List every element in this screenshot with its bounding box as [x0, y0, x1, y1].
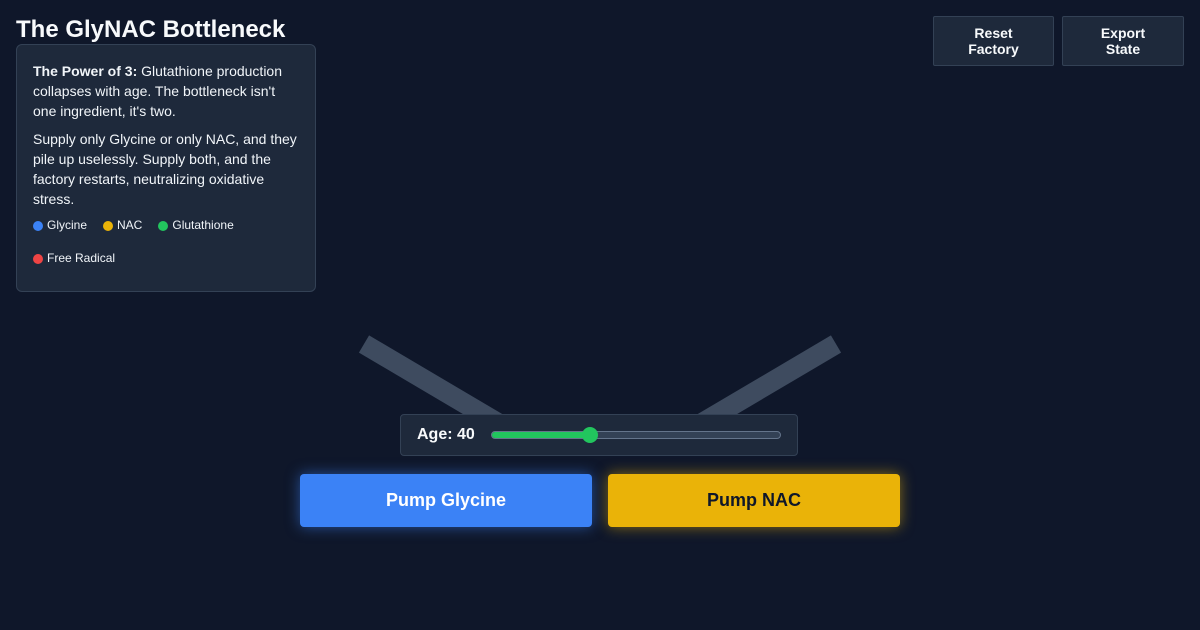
- age-slider[interactable]: [490, 427, 781, 443]
- intro-paragraph: The Power of 3: Glutathione production c…: [33, 61, 299, 121]
- glycine-dot-icon: [33, 220, 43, 231]
- legend-label: Free Radical: [47, 251, 116, 265]
- pump-glycine-button[interactable]: Pump Glycine: [300, 474, 592, 527]
- body-paragraph: Supply only Glycine or only NAC, and the…: [33, 131, 297, 207]
- glutathione-dot-icon: [158, 220, 169, 231]
- age-label: Age: 40: [417, 426, 475, 443]
- reset-factory-button[interactable]: Reset Factory: [933, 16, 1054, 66]
- legend-item-glutathione: Glutathione: [158, 209, 234, 242]
- top-toolbar: Reset Factory Export State: [933, 16, 1184, 66]
- legend-label: NAC: [117, 218, 143, 232]
- age-slider-thumb[interactable]: [582, 427, 599, 443]
- nac-dot-icon: [103, 220, 114, 231]
- age-slider-fill: [491, 432, 592, 438]
- info-panel: The Power of 3: Glutathione production c…: [16, 44, 316, 292]
- age-control-panel: Age: 40: [400, 414, 798, 456]
- export-state-button[interactable]: Export State: [1062, 16, 1184, 66]
- legend-item-free-radical: Free Radical: [33, 242, 115, 275]
- intro-text: Glutathione production collapses with ag…: [33, 63, 282, 119]
- age-slider-track[interactable]: [490, 431, 781, 439]
- legend-label: Glycine: [47, 218, 88, 232]
- pump-nac-button[interactable]: Pump NAC: [608, 474, 900, 527]
- legend-label: Glutathione: [172, 218, 234, 232]
- legend: Glycine NAC Glutathione Free Radical: [33, 217, 299, 275]
- intro-bold: The Power of 3:: [33, 63, 138, 79]
- page-title: The GlyNAC Bottleneck: [16, 16, 286, 43]
- legend-item-nac: NAC: [103, 209, 142, 242]
- legend-item-glycine: Glycine: [33, 209, 87, 242]
- free-radical-dot-icon: [33, 253, 43, 264]
